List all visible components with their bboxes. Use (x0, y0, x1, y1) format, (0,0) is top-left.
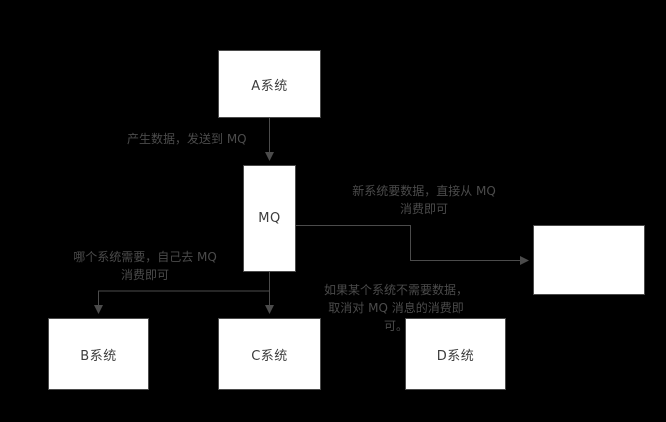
node-system-d: D系统 (405, 318, 506, 390)
node-new-system (533, 225, 645, 295)
edge-label-produce-to-mq: 产生数据，发送到 MQ (127, 132, 247, 146)
arrow-mq-to-new-system (296, 225, 529, 265)
node-system-c: C系统 (218, 318, 321, 390)
edge-label-consume-note: 哪个系统需要，自己去 MQ 消费即可 (73, 250, 217, 282)
edge-label-new-system-note: 新系统要数据，直接从 MQ 消费即可 (352, 184, 496, 216)
node-mq: MQ (243, 165, 296, 272)
arrow-mq-to-b (94, 290, 270, 314)
node-system-b: B系统 (48, 318, 149, 390)
node-system-a: A系统 (218, 50, 321, 118)
edge-label-cancel-note: 如果某个系统不需要数据， 取消对 MQ 消息的消费即 可。 (323, 283, 468, 333)
